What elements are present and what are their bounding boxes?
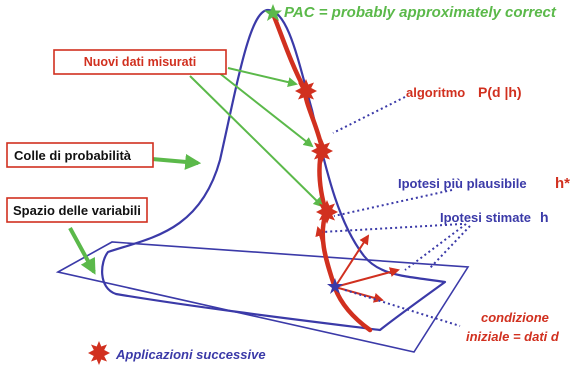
most-plausible-symbol: h* — [555, 175, 570, 192]
new-data-label: Nuovi dati misurati — [84, 55, 197, 69]
variable-space-label: Spazio delle variabili — [13, 203, 141, 218]
most-plausible-label: Ipotesi più plausibile — [398, 176, 527, 191]
pac-label: PAC = probably approximately correct — [284, 4, 557, 21]
dotted-connectors — [321, 96, 471, 327]
legend-star-icon — [88, 341, 110, 365]
estimated-symbol: h — [540, 209, 549, 225]
probability-hill-outline — [101, 8, 447, 332]
initial-point-star-icon — [327, 278, 343, 294]
red-star-icon — [316, 200, 338, 224]
peak-star-icon — [264, 4, 282, 21]
legend-label: Applicazioni successive — [115, 347, 266, 362]
formula-label: P(d |h) — [478, 84, 522, 100]
red-star-icon — [311, 139, 333, 163]
probability-hill-label: Colle di probabilità — [14, 148, 132, 163]
variable-space-box — [6, 197, 148, 223]
variable-space-plane — [55, 241, 470, 353]
new-data-arrows — [189, 67, 324, 208]
initial-condition-line1: condizione — [481, 310, 549, 325]
algorithm-label: algoritmo — [406, 85, 465, 100]
new-data-box — [53, 49, 227, 75]
estimated-label: Ipotesi stimate — [440, 210, 531, 225]
red-star-icon — [295, 79, 317, 103]
initial-condition-line2: iniziale = dati d — [466, 329, 560, 344]
label-arrows — [68, 153, 202, 275]
probability-hill-box — [6, 142, 154, 168]
estimate-arrows — [315, 226, 400, 303]
